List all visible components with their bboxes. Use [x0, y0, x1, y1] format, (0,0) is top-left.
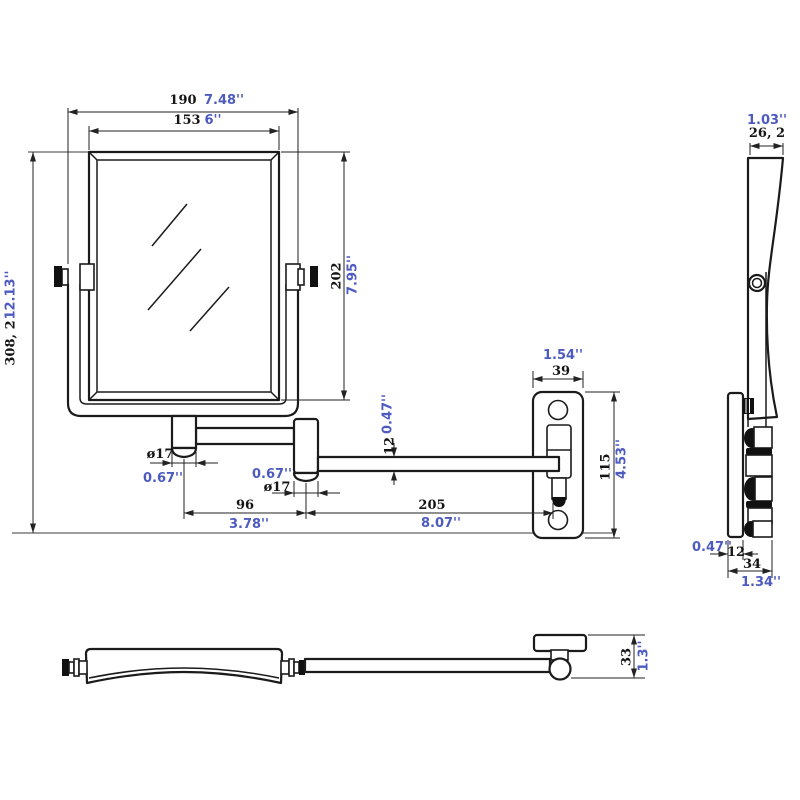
dim-mm-label: 12 — [383, 437, 398, 455]
dim-mirror-width: 153 6'' — [88, 113, 280, 150]
dim-arm1-length: 96 3.78'' — [183, 459, 307, 532]
dim-mm-label: ø17 — [147, 447, 174, 462]
dim-joint1-diameter: ø17 0.67'' — [143, 447, 218, 486]
mirror-bottom-profile — [84, 647, 284, 685]
dim-inch-label: 3.78'' — [229, 517, 269, 532]
dim-joint2-diameter: 0.67'' ø17 — [252, 467, 340, 497]
left-knob-bottom — [62, 658, 88, 677]
dim-inch-label: 0.67'' — [252, 467, 292, 482]
dim-inch-label: 8.07'' — [421, 516, 461, 531]
folding-arm — [170, 414, 320, 483]
front-view: 308, 2 12.13'' 190 7.48'' 153 6'' — [4, 93, 630, 540]
dim-plate-width: 39 1.54'' — [532, 348, 584, 388]
dim-inch-label: 12.13'' — [4, 270, 19, 319]
arm-bar-1 — [194, 426, 296, 446]
dim-inch-label: 7.95'' — [346, 255, 361, 295]
ball-joint-bottom — [548, 657, 572, 681]
dim-inch-label: 0.47'' — [692, 540, 732, 555]
dim-mm-label: 190 — [169, 93, 196, 108]
dim-folded-height: 33 1.3'' — [571, 634, 652, 679]
dim-inch-label: 0.47'' — [381, 394, 396, 434]
pivot-profile — [747, 273, 767, 293]
dim-plate-height: 115 4.53'' — [585, 391, 630, 539]
right-knob-bottom — [280, 658, 305, 677]
tilt-knob-profile — [743, 398, 754, 414]
dim-mm-label: 202 — [330, 262, 345, 289]
dim-mm-label: 205 — [418, 498, 445, 513]
dim-mm-label: 96 — [236, 498, 254, 513]
dim-inch-label: 6'' — [204, 113, 221, 128]
dim-mm-label: 115 — [599, 453, 614, 480]
mirror-glass-reflections — [147, 203, 230, 332]
dim-inch-label: 1.34'' — [741, 575, 781, 590]
dim-mm-label: 33 — [620, 648, 635, 666]
dim-overall-height: 308, 2 12.13'' — [4, 152, 36, 533]
dim-mm-label: 308, 2 — [4, 320, 19, 365]
wall-plate-profile — [726, 391, 745, 539]
screw-hole-top — [547, 399, 569, 421]
dim-mm-label: 34 — [743, 557, 761, 572]
bottom-view: 33 1.3'' — [62, 633, 652, 685]
dim-inch-label: 7.48'' — [204, 93, 244, 108]
side-view: 26, 2 1.03'' 0.47'' — [692, 113, 787, 590]
left-pivot-knob — [54, 263, 95, 291]
dim-mirror-height: 202 7.95'' — [281, 151, 361, 401]
dim-inch-label: 1.03'' — [747, 113, 787, 128]
dim-arm-thickness: 12 0.47'' — [381, 394, 398, 485]
dim-inch-label: 1.54'' — [543, 348, 583, 363]
dim-mm-label: 153 — [173, 113, 200, 128]
dim-inch-label: 4.53'' — [615, 439, 630, 479]
folded-arm-profile — [744, 426, 773, 538]
dim-mm-label: ø17 — [264, 480, 291, 495]
arm-joint-2 — [292, 417, 320, 475]
dim-mirror-depth: 26, 2 1.03'' — [747, 113, 787, 155]
dim-outer-width: 190 7.48'' — [67, 93, 299, 264]
arm-bottom-profile — [303, 657, 552, 674]
arm-bar-2 — [316, 455, 561, 473]
right-pivot-knob — [285, 263, 318, 291]
dim-mm-label: 26, 2 — [749, 126, 785, 141]
dim-inch-label: 0.67'' — [143, 471, 183, 486]
arm-joint-1 — [170, 414, 198, 450]
dim-mm-label: 12 — [727, 545, 745, 560]
mirror-frame — [87, 150, 281, 402]
dim-inch-label: 1.3'' — [637, 641, 652, 672]
dim-wall-offset: 34 1.34'' — [728, 540, 781, 590]
dim-arm2-length: 205 8.07'' — [306, 498, 554, 531]
dim-mm-label: 39 — [552, 364, 570, 379]
wall-plate-bottom — [532, 633, 588, 653]
